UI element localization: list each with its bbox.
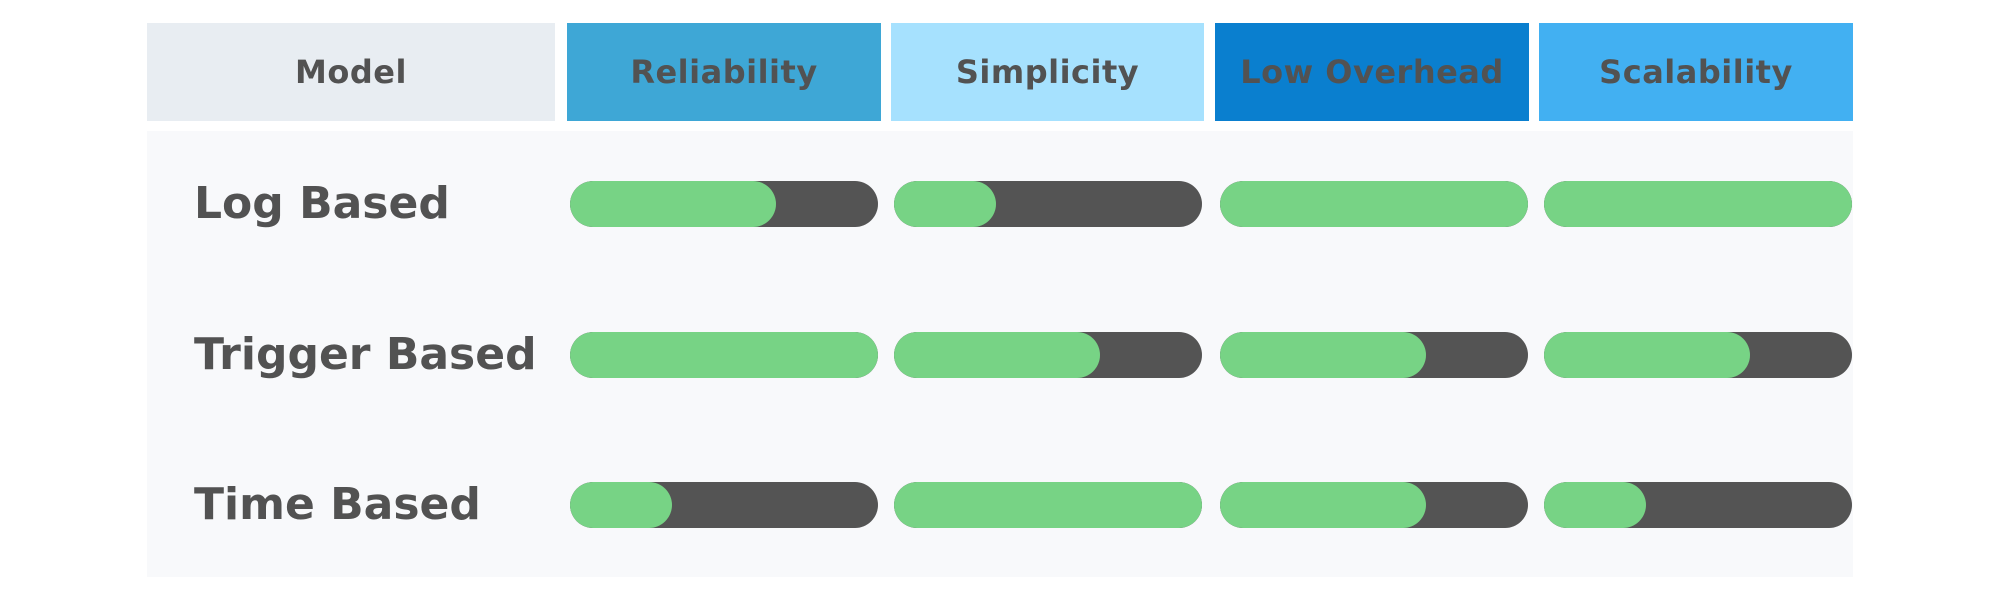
score-bar-1-2 xyxy=(1220,332,1528,378)
score-bar-fill xyxy=(894,332,1101,378)
row-label-trigger-based: Trigger Based xyxy=(194,329,537,380)
header-reliability: Reliability xyxy=(567,23,881,121)
header-model: Model xyxy=(147,23,555,121)
score-bar-fill xyxy=(1544,181,1852,227)
score-bar-1-1 xyxy=(894,332,1202,378)
score-bar-fill xyxy=(894,482,1202,528)
header-simplicity: Simplicity xyxy=(891,23,1204,121)
score-bar-fill xyxy=(1544,482,1646,528)
score-bar-fill xyxy=(1220,482,1427,528)
score-bar-0-2 xyxy=(1220,181,1528,227)
score-bar-0-3 xyxy=(1544,181,1852,227)
score-bar-2-1 xyxy=(894,482,1202,528)
score-bar-1-3 xyxy=(1544,332,1852,378)
row-label-log-based: Log Based xyxy=(194,178,450,229)
score-bar-fill xyxy=(1544,332,1751,378)
score-bar-0-1 xyxy=(894,181,1202,227)
score-bar-fill xyxy=(570,181,777,227)
score-bar-0-0 xyxy=(570,181,878,227)
header-low-overhead: Low Overhead xyxy=(1215,23,1529,121)
score-bar-fill xyxy=(1220,332,1427,378)
score-bar-fill xyxy=(570,332,878,378)
score-bar-2-3 xyxy=(1544,482,1852,528)
score-bar-fill xyxy=(894,181,996,227)
score-bar-2-2 xyxy=(1220,482,1528,528)
score-bar-2-0 xyxy=(570,482,878,528)
score-bar-fill xyxy=(1220,181,1528,227)
score-bar-1-0 xyxy=(570,332,878,378)
row-label-time-based: Time Based xyxy=(194,479,481,530)
score-bar-fill xyxy=(570,482,672,528)
header-scalability: Scalability xyxy=(1539,23,1853,121)
